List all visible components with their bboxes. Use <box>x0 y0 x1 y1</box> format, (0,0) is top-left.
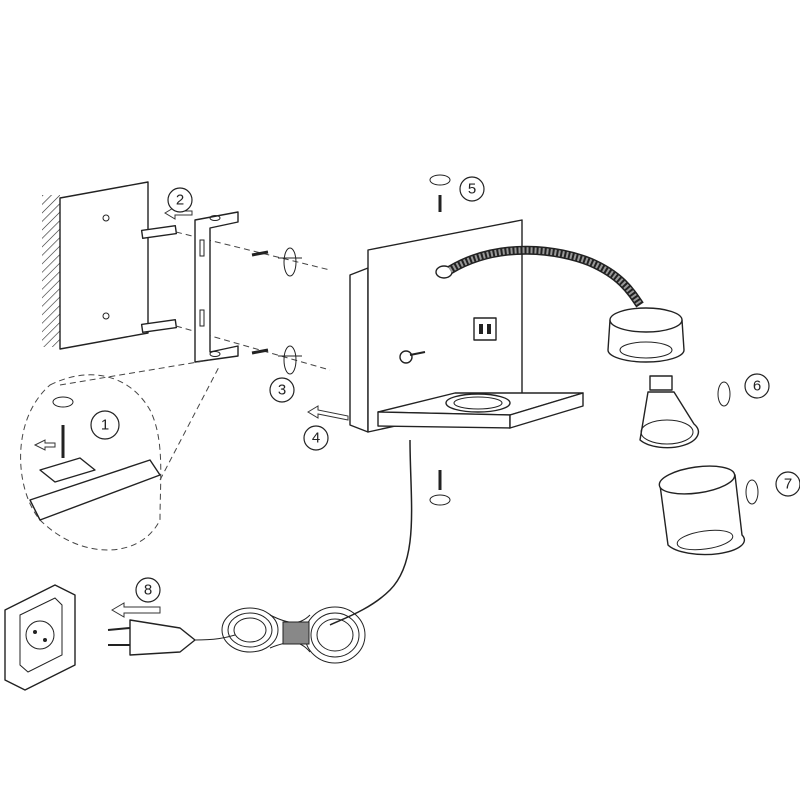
shelf-wireless-charger <box>377 392 584 429</box>
step-callout-8: 8 <box>135 577 161 603</box>
rotate-icons <box>429 174 759 506</box>
svg-text:3: 3 <box>278 382 286 399</box>
step-callout-6: 6 <box>744 373 770 399</box>
power-cord <box>107 439 413 664</box>
wall <box>42 181 149 350</box>
svg-text:2: 2 <box>176 192 184 209</box>
detail-view <box>20 359 221 551</box>
switch-icon <box>399 350 413 364</box>
svg-text:1: 1 <box>101 417 109 434</box>
gooseneck-arm <box>447 245 644 308</box>
step-callout-2: 2 <box>167 187 193 213</box>
screws <box>251 247 302 375</box>
step-callout-4: 4 <box>303 425 329 451</box>
svg-text:5: 5 <box>468 181 476 198</box>
wall-socket <box>4 584 76 691</box>
svg-text:8: 8 <box>144 582 152 599</box>
usb-port-icon <box>473 317 497 341</box>
step-callout-3: 3 <box>269 377 295 403</box>
rotate-icon <box>52 396 74 408</box>
lamp-head <box>607 307 685 363</box>
wall-bracket <box>194 211 239 363</box>
gu10-bulb <box>639 375 700 449</box>
step-callout-5: 5 <box>459 176 485 202</box>
cord-coil <box>221 606 366 664</box>
wall-plate <box>349 219 523 433</box>
svg-text:4: 4 <box>312 430 320 447</box>
step-callout-1: 1 <box>90 410 120 440</box>
svg-text:7: 7 <box>784 476 792 493</box>
wall-dowels <box>140 224 331 371</box>
step-callout-7: 7 <box>775 471 800 497</box>
svg-text:6: 6 <box>753 378 761 395</box>
screwdriver-rotate-icon <box>278 247 302 375</box>
lamp-shade <box>658 465 746 556</box>
